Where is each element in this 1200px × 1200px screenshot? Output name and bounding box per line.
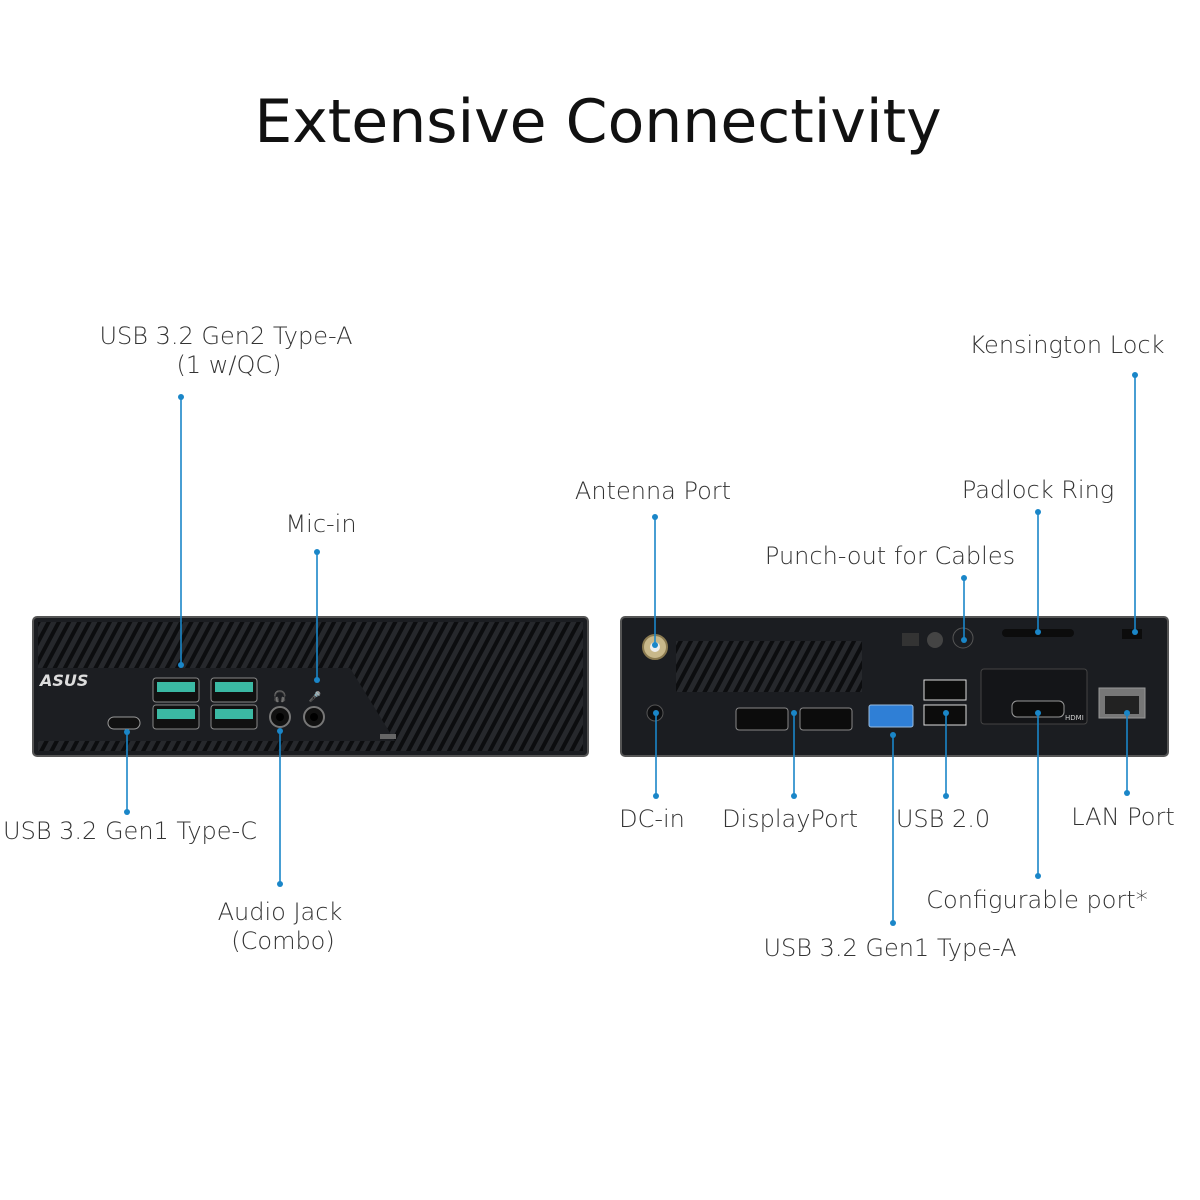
leader-lines — [124, 372, 1138, 926]
displayport-2 — [799, 707, 853, 731]
label-mic-in: Mic-in — [285, 510, 356, 538]
label-punchout: Punch-out for Cables — [765, 542, 1015, 570]
punch-out — [952, 627, 974, 649]
label-configurable: Configurable port* — [926, 886, 1147, 914]
screw — [927, 632, 943, 648]
label-audio-combo: (Combo) — [231, 927, 334, 955]
hdmi-mark: HDMI — [1065, 714, 1084, 722]
label-usb-typec: USB 3.2 Gen1 Type-C — [3, 817, 257, 845]
label-usb-gen2-qc: (1 w/QC) — [177, 351, 282, 379]
label-usb-gen2: USB 3.2 Gen2 Type-A — [99, 322, 352, 350]
microphone-icon: 🎤 — [309, 690, 322, 703]
usb-gen1-typea-port — [868, 704, 914, 728]
labels: USB 3.2 Gen2 Type-A (1 w/QC) Mic-in USB … — [3, 322, 1175, 962]
label-padlock: Padlock Ring — [962, 476, 1114, 504]
switch — [902, 633, 919, 646]
label-kensington: Kensington Lock — [970, 331, 1165, 359]
usb20-port-1 — [923, 679, 967, 701]
page-title: Extensive Connectivity — [254, 87, 941, 157]
label-usb20: USB 2.0 — [896, 805, 990, 833]
usb-typec-port — [107, 716, 141, 730]
label-audio-jack: Audio Jack — [218, 898, 343, 926]
asus-logo: ASUS — [38, 671, 88, 690]
label-displayport: DisplayPort — [722, 805, 858, 833]
displayport-1 — [735, 707, 789, 731]
headphone-icon: 🎧 — [273, 690, 287, 703]
label-lan: LAN Port — [1071, 803, 1175, 831]
label-antenna: Antenna Port — [575, 477, 731, 505]
kensington-slot — [1122, 629, 1142, 639]
label-dc-in: DC-in — [619, 805, 685, 833]
usb-gen2-ports — [152, 677, 258, 730]
front-panel: ASUS 🎧 🎤 — [32, 616, 589, 757]
rear-panel: HDMI — [620, 616, 1169, 757]
label-usb-gen1-typea: USB 3.2 Gen1 Type-A — [763, 934, 1016, 962]
